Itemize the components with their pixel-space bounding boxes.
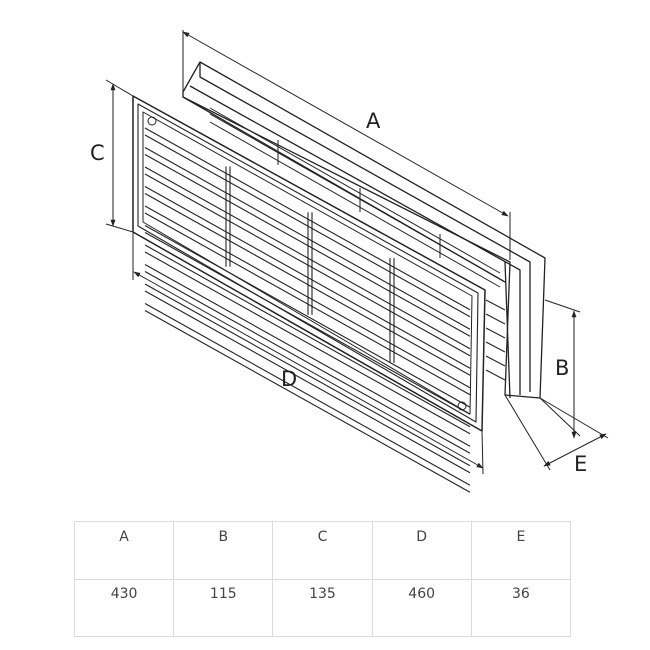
dimension-label-a: A [366,109,381,133]
dimension-label-e: E [574,452,587,476]
table-value-cell: 135 [272,579,373,637]
dimension-lines [105,30,609,475]
dimension-label-d: D [281,367,297,391]
table-header-cell: B [173,521,274,580]
table-header-cell: C [272,521,373,580]
table-header-row: A B C D E [73,521,572,580]
dimension-label-b: B [555,356,569,380]
dimension-e-line [543,433,607,467]
dimension-labels: A C D B E [90,109,587,476]
dimension-a-line [182,31,509,217]
table-value-cell: 115 [173,579,274,637]
dimensions-table: A B C D E 430 115 135 460 36 [73,521,572,637]
dimension-label-c: C [90,141,105,165]
table-header-cell: A [73,521,175,580]
table-value-cell: 36 [470,579,572,637]
vent-grille-drawing: A C D B E [90,30,609,493]
table-header-cell: E [470,521,572,580]
table-row: 430 115 135 460 36 [73,579,572,637]
table-value-cell: 430 [73,579,175,637]
table-value-cell: 460 [371,579,472,637]
dimension-d-line [133,271,484,469]
table-header-cell: D [371,521,472,580]
